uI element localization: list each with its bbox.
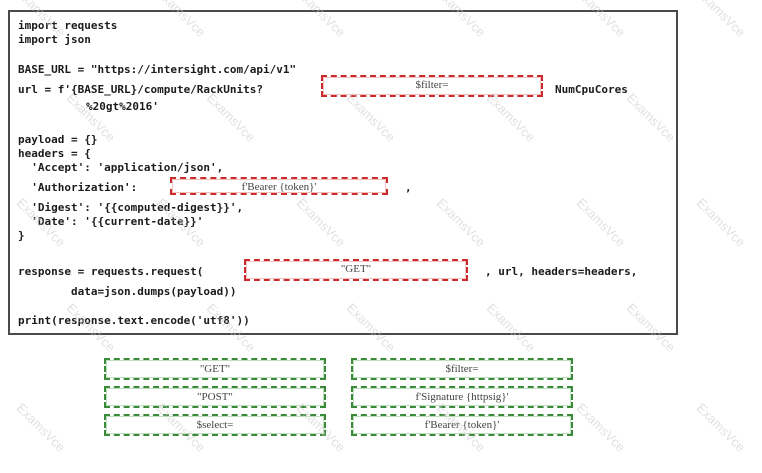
method-drop-target[interactable]: "GET" [244,259,468,281]
code-line: 'Authorization': [18,181,138,194]
filter-drop-target[interactable]: $filter= [321,75,543,97]
code-line: import json [18,33,91,46]
choice-get[interactable]: "GET" [104,358,326,380]
choice-filter[interactable]: $filter= [351,358,573,380]
choice-post[interactable]: "POST" [104,386,326,408]
choice-signature-httpsig[interactable]: f'Signature {httpsig}' [351,386,573,408]
watermark: ExamsVce [573,400,629,455]
code-line: , url, headers=headers, [485,265,638,278]
code-line: , [405,181,412,194]
code-line: data=json.dumps(payload)) [18,285,237,298]
code-line: payload = {} [18,133,98,146]
code-line: print(response.text.encode('utf8')) [18,314,250,327]
code-line: %20gt%2016' [86,100,159,113]
code-line: url = f'{BASE_URL}/compute/RackUnits? [18,83,264,96]
code-line: 'Digest': '{{computed-digest}}', [18,201,244,214]
watermark: ExamsVce [693,0,749,40]
code-line: headers = { [18,147,91,160]
code-line: NumCpuCores [555,83,628,96]
code-line: 'Accept': 'application/json', [18,161,224,174]
authorization-drop-target[interactable]: f'Bearer {token}' [170,177,388,195]
watermark: ExamsVce [693,195,749,250]
watermark: ExamsVce [693,400,749,455]
choice-bearer-token[interactable]: f'Bearer {token}' [351,414,573,436]
choice-select[interactable]: $select= [104,414,326,436]
code-line: } [18,229,25,242]
code-line: import requests [18,19,118,32]
code-panel: import requests import json BASE_URL = "… [8,10,678,335]
watermark: ExamsVce [13,400,69,455]
code-line: 'Date': '{{current-date}}' [18,215,204,228]
code-line: response = requests.request( [18,265,204,278]
code-line: BASE_URL = "https://intersight.com/api/v… [18,63,297,76]
